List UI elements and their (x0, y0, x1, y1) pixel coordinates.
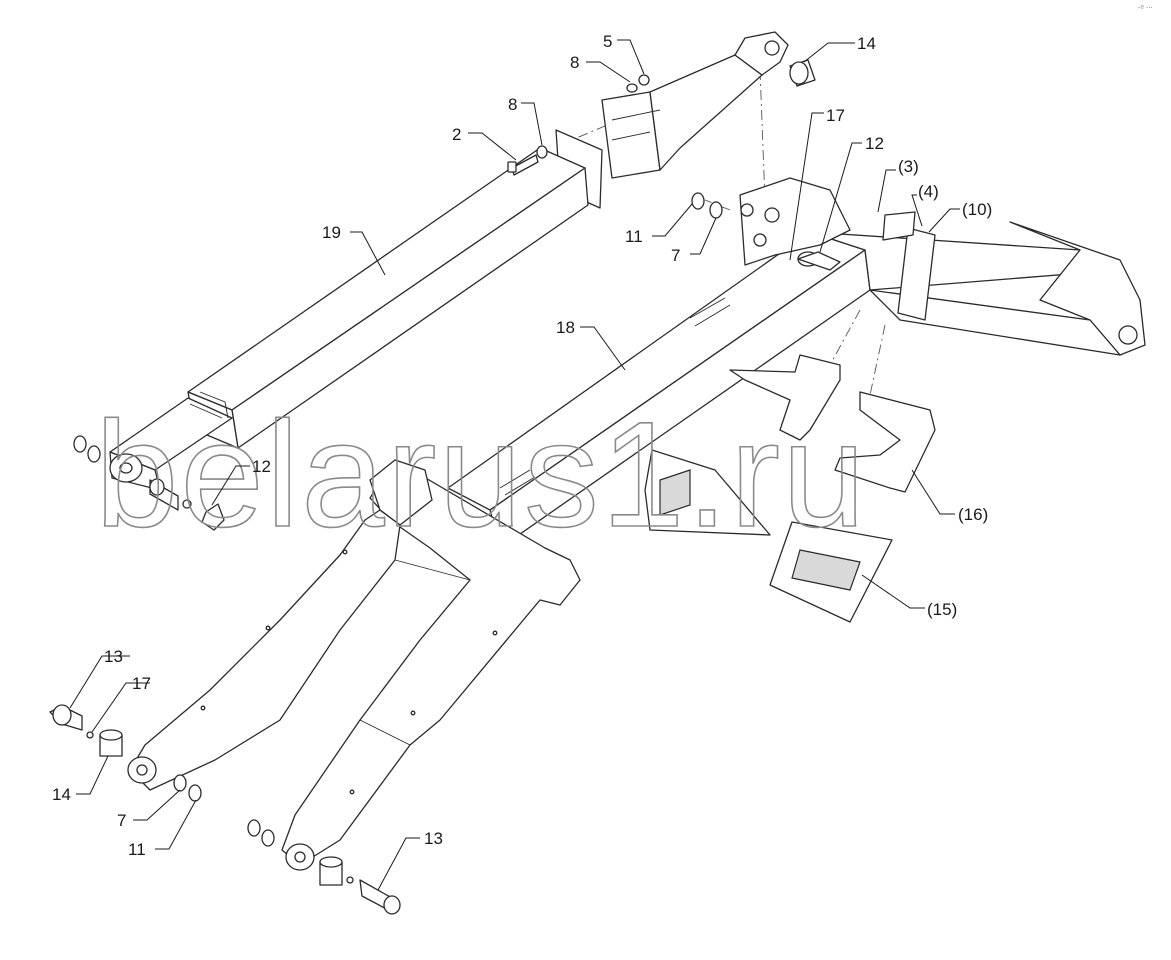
callout-19: 19 (322, 223, 341, 242)
callout-11-top: 11 (625, 227, 643, 246)
callout-5: 5 (603, 32, 612, 51)
callout-13-left: 13 (104, 647, 123, 666)
lower-left-hardware (49, 704, 202, 802)
callout-7-top: 7 (671, 246, 680, 265)
callout-16: (16) (958, 505, 988, 524)
part-19-end-hardware (73, 435, 225, 531)
lower-right-hardware (247, 819, 401, 915)
callout-4: (4) (918, 182, 939, 201)
callout-17-left: 17 (132, 674, 151, 693)
u-fork-arms (127, 459, 581, 871)
callout-10: (10) (962, 200, 992, 219)
callout-labels: 5 8 14 8 2 17 12 (3) (4) (10) 11 7 19 18… (52, 32, 992, 859)
callout-8-mid: 8 (508, 95, 517, 114)
callout-15: (15) (927, 600, 957, 619)
callout-13-right: 13 (424, 829, 443, 848)
part-19-rod-arm (109, 129, 603, 491)
callout-14-left: 14 (52, 785, 71, 804)
callout-7-left: 7 (117, 811, 126, 830)
callout-2: 2 (452, 125, 461, 144)
watermark-text: belarus1.ru (95, 390, 867, 558)
callout-11-left: 11 (128, 840, 146, 859)
callout-8-top: 8 (570, 53, 579, 72)
callout-12-left: 12 (252, 457, 271, 476)
cover-parts (644, 354, 936, 623)
leader-lines (69, 39, 960, 891)
top-hardware (507, 59, 816, 219)
callout-18: 18 (556, 318, 575, 337)
hydraulic-cylinder (601, 31, 789, 179)
part-18-main-boom (447, 177, 1146, 549)
corner-mark: -º ··· (1138, 4, 1153, 12)
callout-17-top: 17 (826, 106, 845, 125)
callout-14-top: 14 (857, 34, 876, 53)
callout-12-top: 12 (865, 134, 884, 153)
callout-3: (3) (898, 157, 919, 176)
